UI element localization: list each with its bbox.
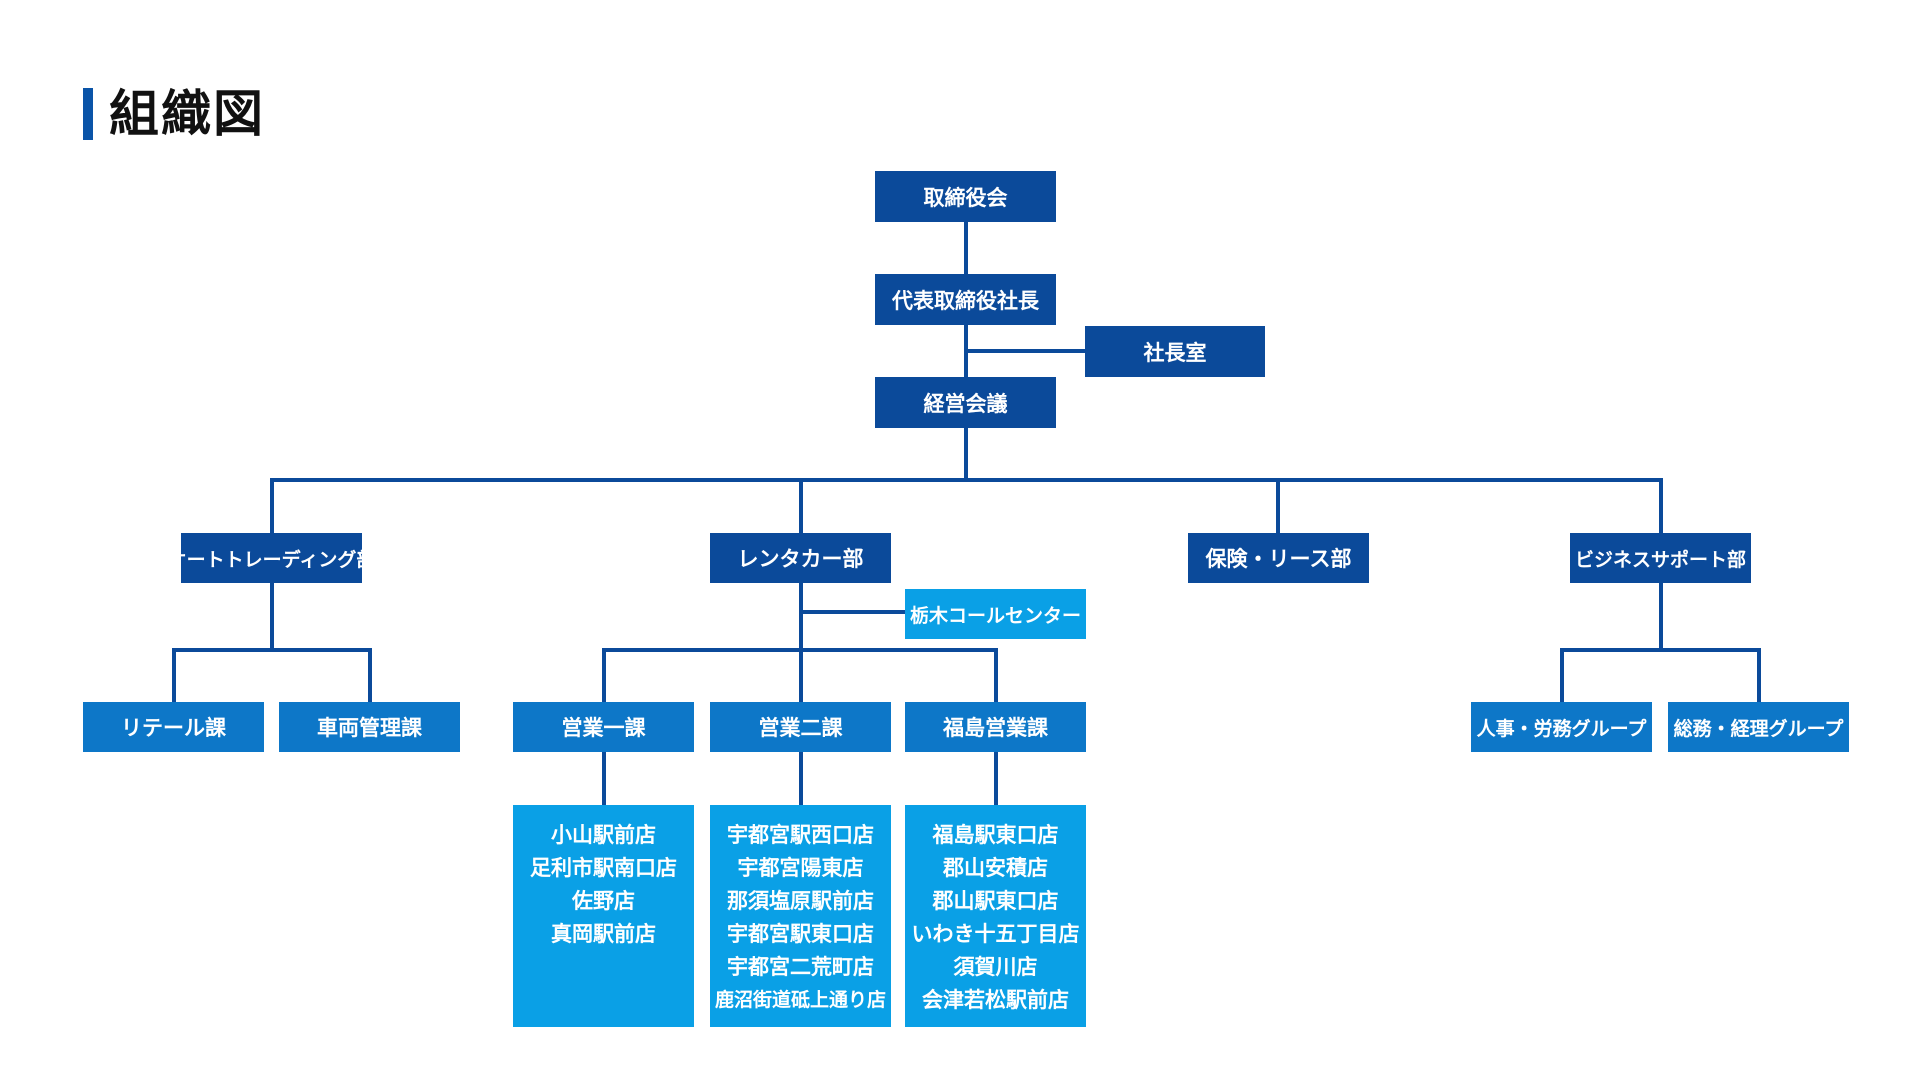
management-meeting-box: 経営会議: [875, 377, 1056, 428]
store-item: いわき十五丁目店: [911, 922, 1080, 946]
section-vehicle-management: 車両管理課: [279, 702, 460, 752]
store-item: 真岡駅前店: [551, 922, 656, 946]
page-title-text: 組織図: [109, 85, 265, 143]
store-item: 須賀川店: [953, 955, 1038, 979]
dept-auto-trading: オートトレーディング部: [168, 533, 375, 583]
store-item: 郡山駅東口店: [932, 889, 1059, 913]
store-item: 郡山安積店: [943, 856, 1048, 880]
store-item: 福島駅東口店: [932, 823, 1059, 847]
store-item: 宇都宮駅東口店: [727, 922, 874, 946]
section-sales1: 営業一課: [513, 702, 694, 752]
group-hr: 人事・労務グループ: [1471, 702, 1652, 752]
board-box: 取締役会: [875, 171, 1056, 222]
store-item: 宇都宮二荒町店: [727, 955, 874, 979]
store-item: 小山駅前店: [551, 823, 656, 847]
dept-insurance-lease: 保険・リース部: [1188, 533, 1369, 583]
section-fukushima-sales: 福島営業課: [905, 702, 1086, 752]
president-box: 代表取締役社長: [875, 274, 1056, 325]
store-item: 那須塩原駅前店: [727, 889, 874, 913]
section-sales2: 営業二課: [710, 702, 891, 752]
stores-fukushima: 福島駅東口店 郡山安積店 郡山駅東口店 いわき十五丁目店 須賀川店 会津若松駅前…: [905, 805, 1086, 1027]
store-item: 宇都宮駅西口店: [727, 823, 874, 847]
group-general-accounting: 総務・経理グループ: [1668, 702, 1849, 752]
dept-rental: レンタカー部: [710, 533, 891, 583]
dept-business-support: ビジネスサポート部: [1570, 533, 1751, 583]
page-title: 組織図: [83, 88, 265, 140]
store-item: 佐野店: [572, 889, 635, 913]
president-office-box: 社長室: [1085, 326, 1265, 377]
store-item: 鹿沼街道砥上通り店: [714, 989, 886, 1011]
section-retail: リテール課: [83, 702, 264, 752]
stores-sales2: 宇都宮駅西口店 宇都宮陽東店 那須塩原駅前店 宇都宮駅東口店 宇都宮二荒町店 鹿…: [710, 805, 891, 1027]
store-item: 足利市駅南口店: [530, 856, 677, 880]
stores-sales1: 小山駅前店 足利市駅南口店 佐野店 真岡駅前店: [513, 805, 694, 1027]
store-item: 宇都宮陽東店: [737, 856, 864, 880]
call-center-box: 栃木コールセンター: [905, 589, 1086, 639]
title-accent-bar: [83, 88, 93, 140]
store-item: 会津若松駅前店: [922, 988, 1069, 1012]
